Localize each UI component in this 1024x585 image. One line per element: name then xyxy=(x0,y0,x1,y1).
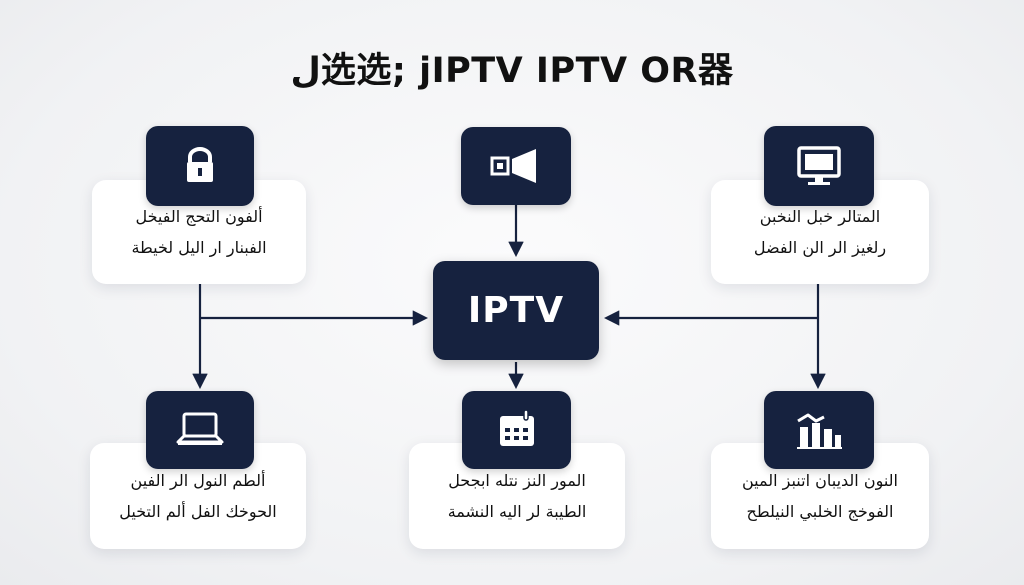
diagram-title: ل选选; jIPTV IPTV OR器 xyxy=(290,51,734,91)
card-bottom-left-line-2: الحوخك الفل ألم التخيل xyxy=(119,502,277,521)
card-top-left-line-1: ألفون التحج الفيخل xyxy=(135,207,263,226)
card-top-left-line-2: الفبنار ار اليل لخيطة xyxy=(131,238,267,257)
card-top-right-line-2: رلغيز الر الن الفضل xyxy=(753,238,887,257)
card-top-right: المتالر خبل النخبن رلغيز الر الن الفضل xyxy=(711,180,929,284)
laptop-icon xyxy=(146,391,254,469)
calendar-icon xyxy=(462,391,571,469)
iptv-hub: IPTV xyxy=(433,261,599,360)
card-bottom-right-line-1: النون الديبان اتنبز المين xyxy=(741,471,898,490)
card-top-right-line-1: المتالر خبل النخبن xyxy=(759,207,881,226)
card-bottom-left-line-1: ألطم النول الر الفين xyxy=(130,471,266,490)
card-bottom-center-line-2: الطيبة لر اليه النشمة xyxy=(447,502,587,521)
speaker-icon xyxy=(461,127,571,205)
lock-icon xyxy=(146,126,254,206)
card-bottom-center-line-1: المور النز نتله ابجحل xyxy=(448,471,586,490)
card-bottom-right-line-2: الفوخج الخلبي النيلطح xyxy=(746,502,894,521)
bar-chart-icon xyxy=(764,391,874,469)
monitor-icon xyxy=(764,126,874,206)
